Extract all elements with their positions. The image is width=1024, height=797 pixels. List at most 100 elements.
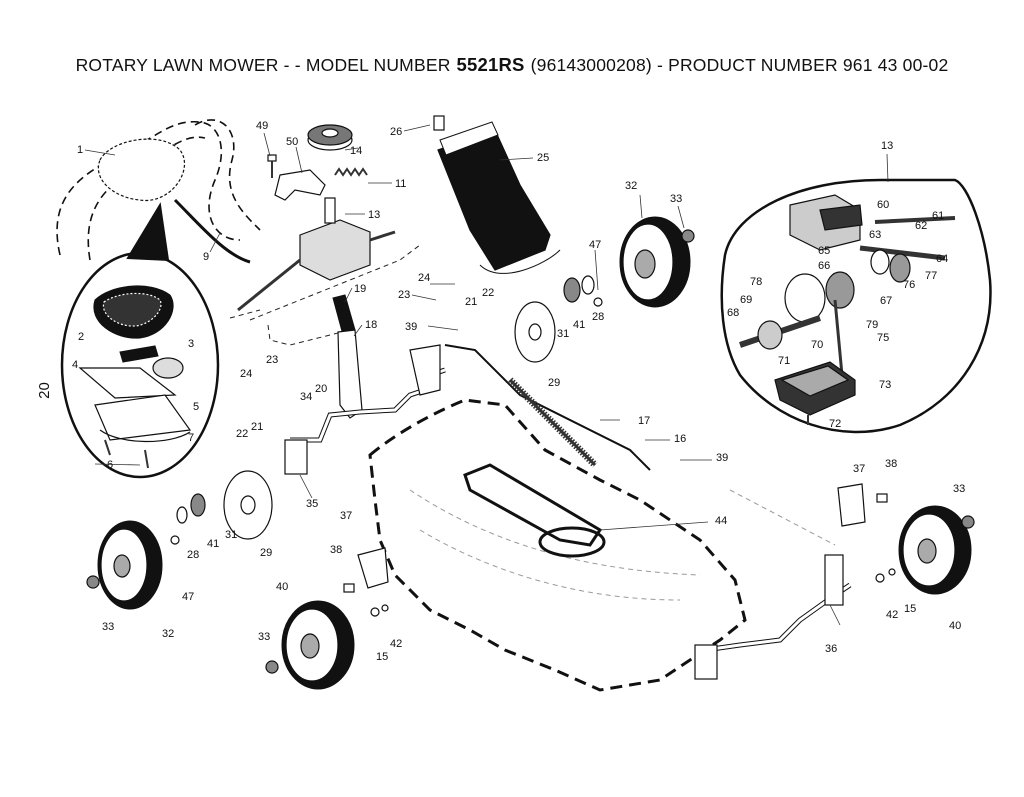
callout-c7: 7: [188, 432, 194, 444]
bolts-38: [343, 493, 888, 593]
callout-c67: 67: [880, 295, 892, 307]
callout-c50: 50: [286, 136, 298, 148]
callout-c41a: 41: [573, 319, 585, 331]
callout-c31a: 31: [557, 328, 569, 340]
callout-c33a: 33: [670, 193, 682, 205]
callout-c33d: 33: [953, 483, 965, 495]
wheel-29-top: [514, 301, 556, 363]
callout-c23a: 23: [398, 289, 410, 301]
callout-c42b: 42: [886, 609, 898, 621]
model-number: 5521RS: [456, 54, 525, 75]
title-suffix: (96143000208) - PRODUCT NUMBER 961 43 00…: [530, 55, 949, 75]
callout-c63: 63: [869, 229, 881, 241]
callout-c69: 69: [740, 294, 752, 306]
callout-c32a: 32: [625, 180, 637, 192]
callout-c14: 14: [350, 145, 362, 157]
callout-c15a: 15: [376, 651, 388, 663]
callout-c77: 77: [925, 270, 937, 282]
callout-c28b: 28: [187, 549, 199, 561]
grass-bag: [433, 115, 561, 274]
callout-c70: 70: [811, 339, 823, 351]
bolt-49: [267, 154, 277, 178]
wheel-40-center: [281, 600, 355, 690]
callout-c71: 71: [778, 355, 790, 367]
callout-c4: 4: [72, 359, 78, 371]
wheel-40-right: [898, 505, 972, 595]
callout-c44: 44: [715, 515, 727, 527]
callout-c39b: 39: [716, 452, 728, 464]
front-axle-assembly: [284, 344, 446, 475]
hub-41-left: [176, 493, 206, 524]
callout-labels: 1949501411132625323347136061626365666477…: [72, 120, 965, 663]
callout-c29a: 29: [548, 377, 560, 389]
height-adjuster-19: [332, 294, 356, 336]
linkage-rod: [444, 344, 651, 471]
wheel-32-left: [97, 520, 163, 610]
nuts-33: [86, 515, 975, 674]
callout-c38b: 38: [885, 458, 897, 470]
callout-c42a: 42: [390, 638, 402, 650]
throttle-detail-inset: [60, 202, 220, 479]
callout-c6: 6: [107, 459, 113, 471]
leader-lines: [84, 124, 889, 626]
hub-41-top: [563, 275, 595, 303]
callout-c49: 49: [256, 120, 268, 132]
callout-c65: 65: [818, 245, 830, 257]
handle-grip: [97, 138, 186, 201]
callout-c18: 18: [365, 319, 377, 331]
callout-c21a: 21: [465, 296, 477, 308]
callout-c47a: 47: [589, 239, 601, 251]
callout-c24b: 24: [240, 368, 252, 380]
callout-c17: 17: [638, 415, 650, 427]
callout-c39a: 39: [405, 321, 417, 333]
callout-c37b: 37: [853, 463, 865, 475]
callout-c15b: 15: [904, 603, 916, 615]
callout-c61: 61: [932, 210, 944, 222]
callout-c19: 19: [354, 283, 366, 295]
callout-c23b: 23: [266, 354, 278, 366]
callout-c38a: 38: [330, 544, 342, 556]
wheel-29-left: [223, 470, 273, 540]
callout-c62: 62: [915, 220, 927, 232]
lever-18: [337, 329, 363, 419]
callout-c28a: 28: [592, 311, 604, 323]
callout-c3: 3: [188, 338, 194, 350]
callout-c41b: 41: [207, 538, 219, 550]
callout-c32b: 32: [162, 628, 174, 640]
callout-c40a: 40: [276, 581, 288, 593]
callout-c31b: 31: [225, 529, 237, 541]
blade-44: [463, 463, 606, 558]
callout-c36: 36: [825, 643, 837, 655]
control-cable: [173, 198, 251, 264]
spring-17: [507, 377, 598, 468]
callout-c29b: 29: [260, 547, 272, 559]
callout-c5: 5: [193, 401, 199, 413]
callout-c33c: 33: [258, 631, 270, 643]
callout-c40b: 40: [949, 620, 961, 632]
wheel-32-top: [619, 216, 691, 308]
callout-c73: 73: [879, 379, 891, 391]
spring: [334, 167, 368, 177]
transmission-detail-inset: [720, 178, 992, 434]
gearbox: [237, 197, 396, 312]
callout-c78: 78: [750, 276, 762, 288]
callout-c35: 35: [306, 498, 318, 510]
brackets-37: [357, 483, 866, 589]
callout-c22b: 22: [236, 428, 248, 440]
callout-c21b: 21: [251, 421, 263, 433]
callout-c22a: 22: [482, 287, 494, 299]
callout-c20: 20: [315, 383, 327, 395]
callout-c16: 16: [674, 433, 686, 445]
callout-c60: 60: [877, 199, 889, 211]
callout-c33b: 33: [102, 621, 114, 633]
callout-c34: 34: [300, 391, 312, 403]
nut-33-top: [681, 229, 695, 243]
title-prefix: ROTARY LAWN MOWER - - MODEL NUMBER: [75, 55, 451, 75]
callout-c66: 66: [818, 260, 830, 272]
callout-c13a: 13: [368, 209, 380, 221]
callout-c25: 25: [537, 152, 549, 164]
callout-c13b: 13: [881, 140, 893, 152]
mower-deck: [368, 398, 747, 692]
bracket-50: [274, 169, 326, 201]
